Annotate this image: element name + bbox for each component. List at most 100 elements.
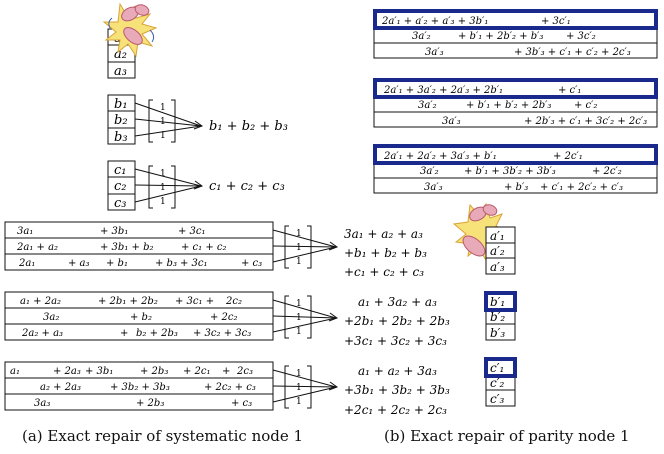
svg-text:c′₁: c′₁ [490, 361, 504, 375]
svg-text:+ 3b₁: + 3b₁ [85, 366, 113, 377]
caption-b: (b) Exact repair of parity node 1 [384, 427, 630, 445]
svg-text:+2b₁ + 2b₂ + 2b₃: +2b₁ + 2b₂ + 2b₃ [344, 314, 450, 328]
svg-text:+ 3c₁: + 3c₁ [178, 226, 206, 237]
svg-text:b′₁: b′₁ [490, 295, 505, 309]
svg-text:+ b₁: + b₁ [106, 258, 128, 269]
caption-a: (a) Exact repair of systematic node 1 [22, 427, 304, 445]
parity-node-3: a₁ + 2a₃ + 3b₁ + 2b₃ + 2c₁ + 2c₃ a₂ + 2a… [4, 361, 450, 417]
result-p1: 3a₁ + a₂ + a₃ +b₁ + b₂ + b₃ +c₁ + c₂ + c… [344, 227, 427, 279]
svg-text:+ b′₁ + 3b′₂ + 3b′₃: + b′₁ + 3b′₂ + 3b′₃ [464, 166, 556, 177]
svg-text:2a₁ + a₂: 2a₁ + a₂ [16, 242, 58, 253]
svg-text:3a′₃: 3a′₃ [425, 47, 444, 58]
svg-text:2a′₁ + 2a′₂ + 3a′₃ + b′₁: 2a′₁ + 2a′₂ + 3a′₃ + b′₁ [383, 151, 497, 162]
cell-a3: a₃ [114, 64, 127, 79]
svg-text:+ 2c′₂: + 2c′₂ [592, 166, 622, 177]
svg-text:a′₂: a′₂ [490, 244, 505, 258]
svg-text:3a₂: 3a₂ [43, 312, 59, 323]
svg-text:+ 3c₁ +: + 3c₁ + [175, 296, 214, 307]
svg-text:+ b′₁ + 2b′₂ + b′₃: + b′₁ + 2b′₂ + b′₃ [458, 31, 543, 42]
svg-text:1: 1 [296, 369, 302, 379]
svg-text:a′₃: a′₃ [490, 260, 505, 274]
svg-text:+: + [222, 366, 230, 377]
svg-text:a₂ + 2a₃: a₂ + 2a₃ [40, 382, 81, 393]
svg-text:+ c′₁ + 2c′₂ + c′₃: + c′₁ + 2c′₂ + c′₃ [540, 182, 623, 193]
svg-text:1: 1 [160, 183, 166, 193]
svg-text:2a₁: 2a₁ [18, 258, 35, 269]
svg-text:1: 1 [296, 243, 302, 253]
svg-text:+3b₁ + 3b₂ + 3b₃: +3b₁ + 3b₂ + 3b₃ [344, 383, 450, 397]
helper-node-b: b₁ b₂ b₃ 1 1 1 b₁ + b₂ + b₃ [107, 94, 288, 145]
cell-b3: b₃ [114, 130, 128, 145]
parity-block-3: 2a′₁ + 2a′₂ + 3a′₃ + b′₁ + 2c′₁ 3a′₂ + b… [373, 144, 658, 194]
svg-text:3a′₂: 3a′₂ [412, 31, 431, 42]
panel-b: 2a′₁ + a′₂ + a′₃ + 3b′₁ + 3c′₁ 3a′₂ + b′… [373, 9, 658, 407]
parity-block-2: 2a′₁ + 3a′₂ + 2a′₃ + 2b′₁ + c′₁ 3a′₂ + b… [373, 78, 658, 128]
svg-text:b′₃: b′₃ [490, 326, 505, 340]
systematic-node-c-prime: c′₁ c′₂ c′₃ [484, 357, 517, 407]
svg-text:b′₂: b′₂ [490, 310, 505, 324]
svg-text:3a′₂: 3a′₂ [418, 100, 437, 111]
svg-text:1: 1 [160, 131, 166, 141]
svg-text:3a₁ + a₂ + a₃: 3a₁ + a₂ + a₃ [344, 227, 423, 241]
svg-text:3a₃: 3a₃ [34, 398, 50, 409]
svg-text:1: 1 [160, 103, 166, 113]
svg-text:1: 1 [296, 299, 302, 309]
svg-text:+ 2b′₃ + c′₁ + 3c′₂ + 2c′₃: + 2b′₃ + c′₁ + 3c′₂ + 2c′₃ [524, 116, 647, 127]
svg-text:1: 1 [296, 397, 302, 407]
systematic-node-b-prime: b′₁ b′₂ b′₃ [484, 291, 517, 341]
svg-text:+ 2c₂ + c₃: + 2c₂ + c₃ [204, 382, 256, 393]
svg-text:+c₁ + c₂ + c₃: +c₁ + c₂ + c₃ [344, 265, 424, 279]
svg-text:1: 1 [296, 229, 302, 239]
svg-text:+3c₁ + 3c₂ + 3c₃: +3c₁ + 3c₂ + 3c₃ [344, 334, 447, 348]
cell-b1: b₁ [114, 97, 128, 112]
svg-text:+ 3c₁: + 3c₁ [180, 258, 208, 269]
helper-node-c: c₁ c₂ c₃ 1 1 1 c₁ + c₂ + c₃ [107, 160, 285, 211]
cell-c2: c₂ [114, 179, 127, 194]
svg-text:+ c₃: + c₃ [241, 258, 262, 269]
svg-text:+ b₂: + b₂ [130, 312, 152, 323]
svg-text:2a′₁ + 3a′₂ + 2a′₃ + 2b′₁: 2a′₁ + 3a′₂ + 2a′₃ + 2b′₁ [383, 85, 503, 96]
svg-text:+ 2c₁: + 2c₁ [183, 366, 211, 377]
svg-text:1: 1 [160, 197, 166, 207]
svg-text:+ c₃: + c₃ [231, 398, 252, 409]
svg-text:a₁: a₁ [10, 366, 20, 377]
svg-text:+ c′₂: + c′₂ [574, 100, 597, 111]
svg-text:+ 2b₁ + 2b₂: + 2b₁ + 2b₂ [98, 296, 158, 307]
svg-text:+2c₁ + 2c₂ + 2c₃: +2c₁ + 2c₂ + 2c₃ [344, 403, 447, 417]
svg-text:+ 2a₃: + 2a₃ [53, 366, 81, 377]
svg-text:2a₂ + a₃: 2a₂ + a₃ [21, 328, 63, 339]
result-p2: a₁ + 3a₂ + a₃ +2b₁ + 2b₂ + 2b₃ +3c₁ + 3c… [344, 295, 450, 348]
svg-text:+ 3b′₃ + c′₁ + c′₂ + 2c′₃: + 3b′₃ + c′₁ + c′₂ + 2c′₃ [514, 47, 631, 58]
arrows-b [134, 102, 204, 137]
svg-text:+ 2b₃: + 2b₃ [136, 398, 164, 409]
svg-text:+ 3b₁ + b₂: + 3b₁ + b₂ [100, 242, 153, 253]
svg-text:3a′₂: 3a′₂ [420, 166, 439, 177]
svg-text:1: 1 [296, 383, 302, 393]
svg-text:3a′₃: 3a′₃ [424, 182, 443, 193]
svg-text:1: 1 [296, 327, 302, 337]
svg-text:+ b′₁ + b′₂ + 2b′₃: + b′₁ + b′₂ + 2b′₃ [466, 100, 551, 111]
svg-text:b₂ + 2b₃: b₂ + 2b₃ [136, 328, 178, 339]
svg-text:+ 3b₁: + 3b₁ [100, 226, 128, 237]
svg-text:+ 2c₂: + 2c₂ [210, 312, 238, 323]
svg-text:2c₂: 2c₂ [225, 296, 242, 307]
result-c: c₁ + c₂ + c₃ [209, 179, 285, 194]
svg-text:+b₁ + b₂ + b₃: +b₁ + b₂ + b₃ [344, 246, 427, 260]
cell-c1: c₁ [114, 163, 127, 178]
svg-text:a₁ + 3a₂ + a₃: a₁ + 3a₂ + a₃ [358, 295, 437, 309]
arrows-p2 [272, 299, 339, 333]
svg-text:+ a₃: + a₃ [68, 258, 90, 269]
arrows-c [134, 168, 204, 203]
svg-text:3a₁: 3a₁ [17, 226, 33, 237]
svg-text:a₁ + 2a₂: a₁ + 2a₂ [20, 296, 61, 307]
svg-text:c′₂: c′₂ [490, 376, 504, 390]
svg-text:+ 2c′₁: + 2c′₁ [553, 151, 583, 162]
svg-text:1: 1 [296, 257, 302, 267]
svg-text:+ c₁ + c₂: + c₁ + c₂ [181, 242, 227, 253]
cell-b2: b₂ [114, 113, 128, 128]
result-b: b₁ + b₂ + b₃ [209, 119, 288, 134]
panel-a: a₁ a₂ a₃ b₁ b₂ b₃ 1 1 1 [4, 2, 450, 417]
parity-block-1: 2a′₁ + a′₂ + a′₃ + 3b′₁ + 3c′₁ 3a′₂ + b′… [373, 9, 658, 59]
parity-node-1: 3a₁ + 3b₁ + 3c₁ 2a₁ + a₂ + 3b₁ + b₂ + c₁… [4, 221, 427, 279]
